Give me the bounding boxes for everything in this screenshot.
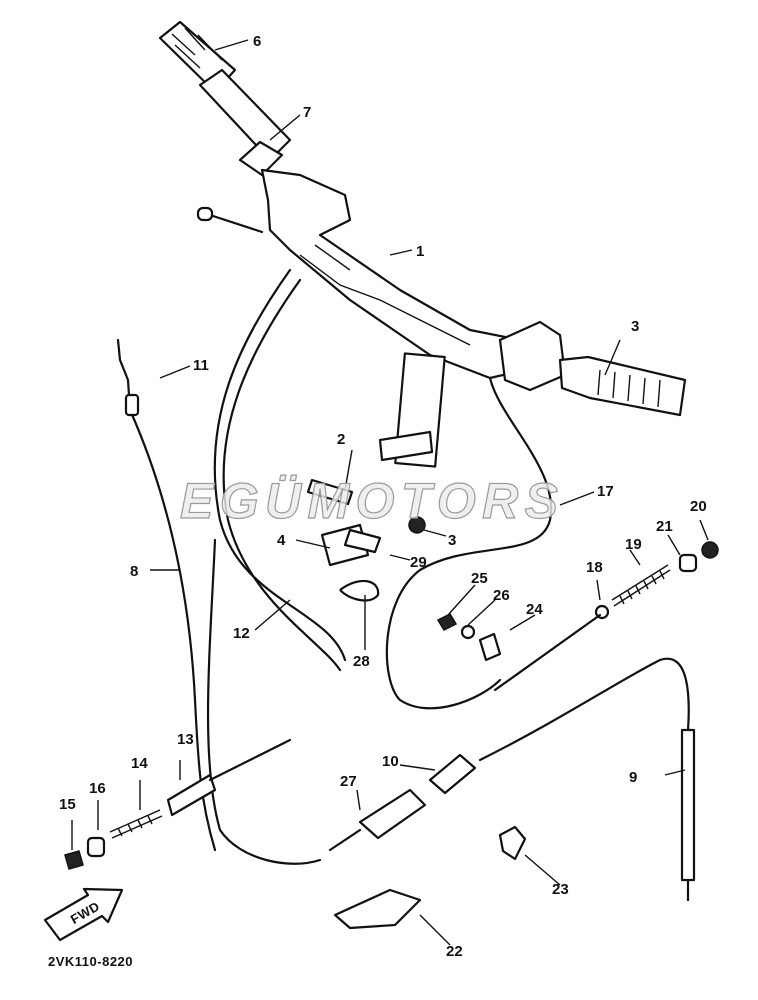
label-part-6: 6 (253, 33, 261, 50)
label-part-7: 7 (303, 104, 311, 121)
label-part-4: 4 (277, 532, 286, 549)
label-part-19: 19 (625, 536, 642, 553)
label-part-1: 1 (416, 243, 424, 260)
label-part-27: 27 (340, 773, 357, 790)
label-part-26: 26 (493, 587, 510, 604)
label-part-18: 18 (586, 559, 603, 576)
watermark: EGÜMOTORS (180, 473, 560, 529)
label-part-9: 9 (629, 769, 637, 786)
label-part-2: 2 (337, 431, 345, 448)
label-part-22: 22 (446, 943, 463, 960)
label-part-11: 11 (193, 357, 209, 374)
left-grip (158, 20, 292, 177)
handlebar (260, 168, 567, 468)
label-part-13: 13 (177, 731, 194, 748)
label-part-25: 25 (471, 570, 488, 587)
label-part-17: 17 (597, 483, 614, 500)
fwd-arrow: FWD (43, 887, 124, 942)
drawing-code: 2VK110-8220 (48, 954, 133, 969)
label-part-3-grip: 3 (631, 318, 639, 335)
label-part-29: 29 (410, 554, 427, 571)
label-part-3-nut: 3 (448, 532, 456, 549)
label-part-15: 15 (59, 796, 76, 813)
label-part-10: 10 (382, 753, 399, 770)
label-part-28: 28 (353, 653, 370, 670)
label-part-20: 20 (690, 498, 707, 515)
right-grip (558, 355, 687, 417)
label-part-8: 8 (130, 563, 138, 580)
label-part-21: 21 (656, 518, 673, 535)
label-part-14: 14 (131, 755, 148, 772)
label-part-16: 16 (89, 780, 106, 797)
label-part-12: 12 (233, 625, 250, 642)
label-part-23: 23 (552, 881, 569, 898)
label-part-24: 24 (526, 601, 543, 618)
